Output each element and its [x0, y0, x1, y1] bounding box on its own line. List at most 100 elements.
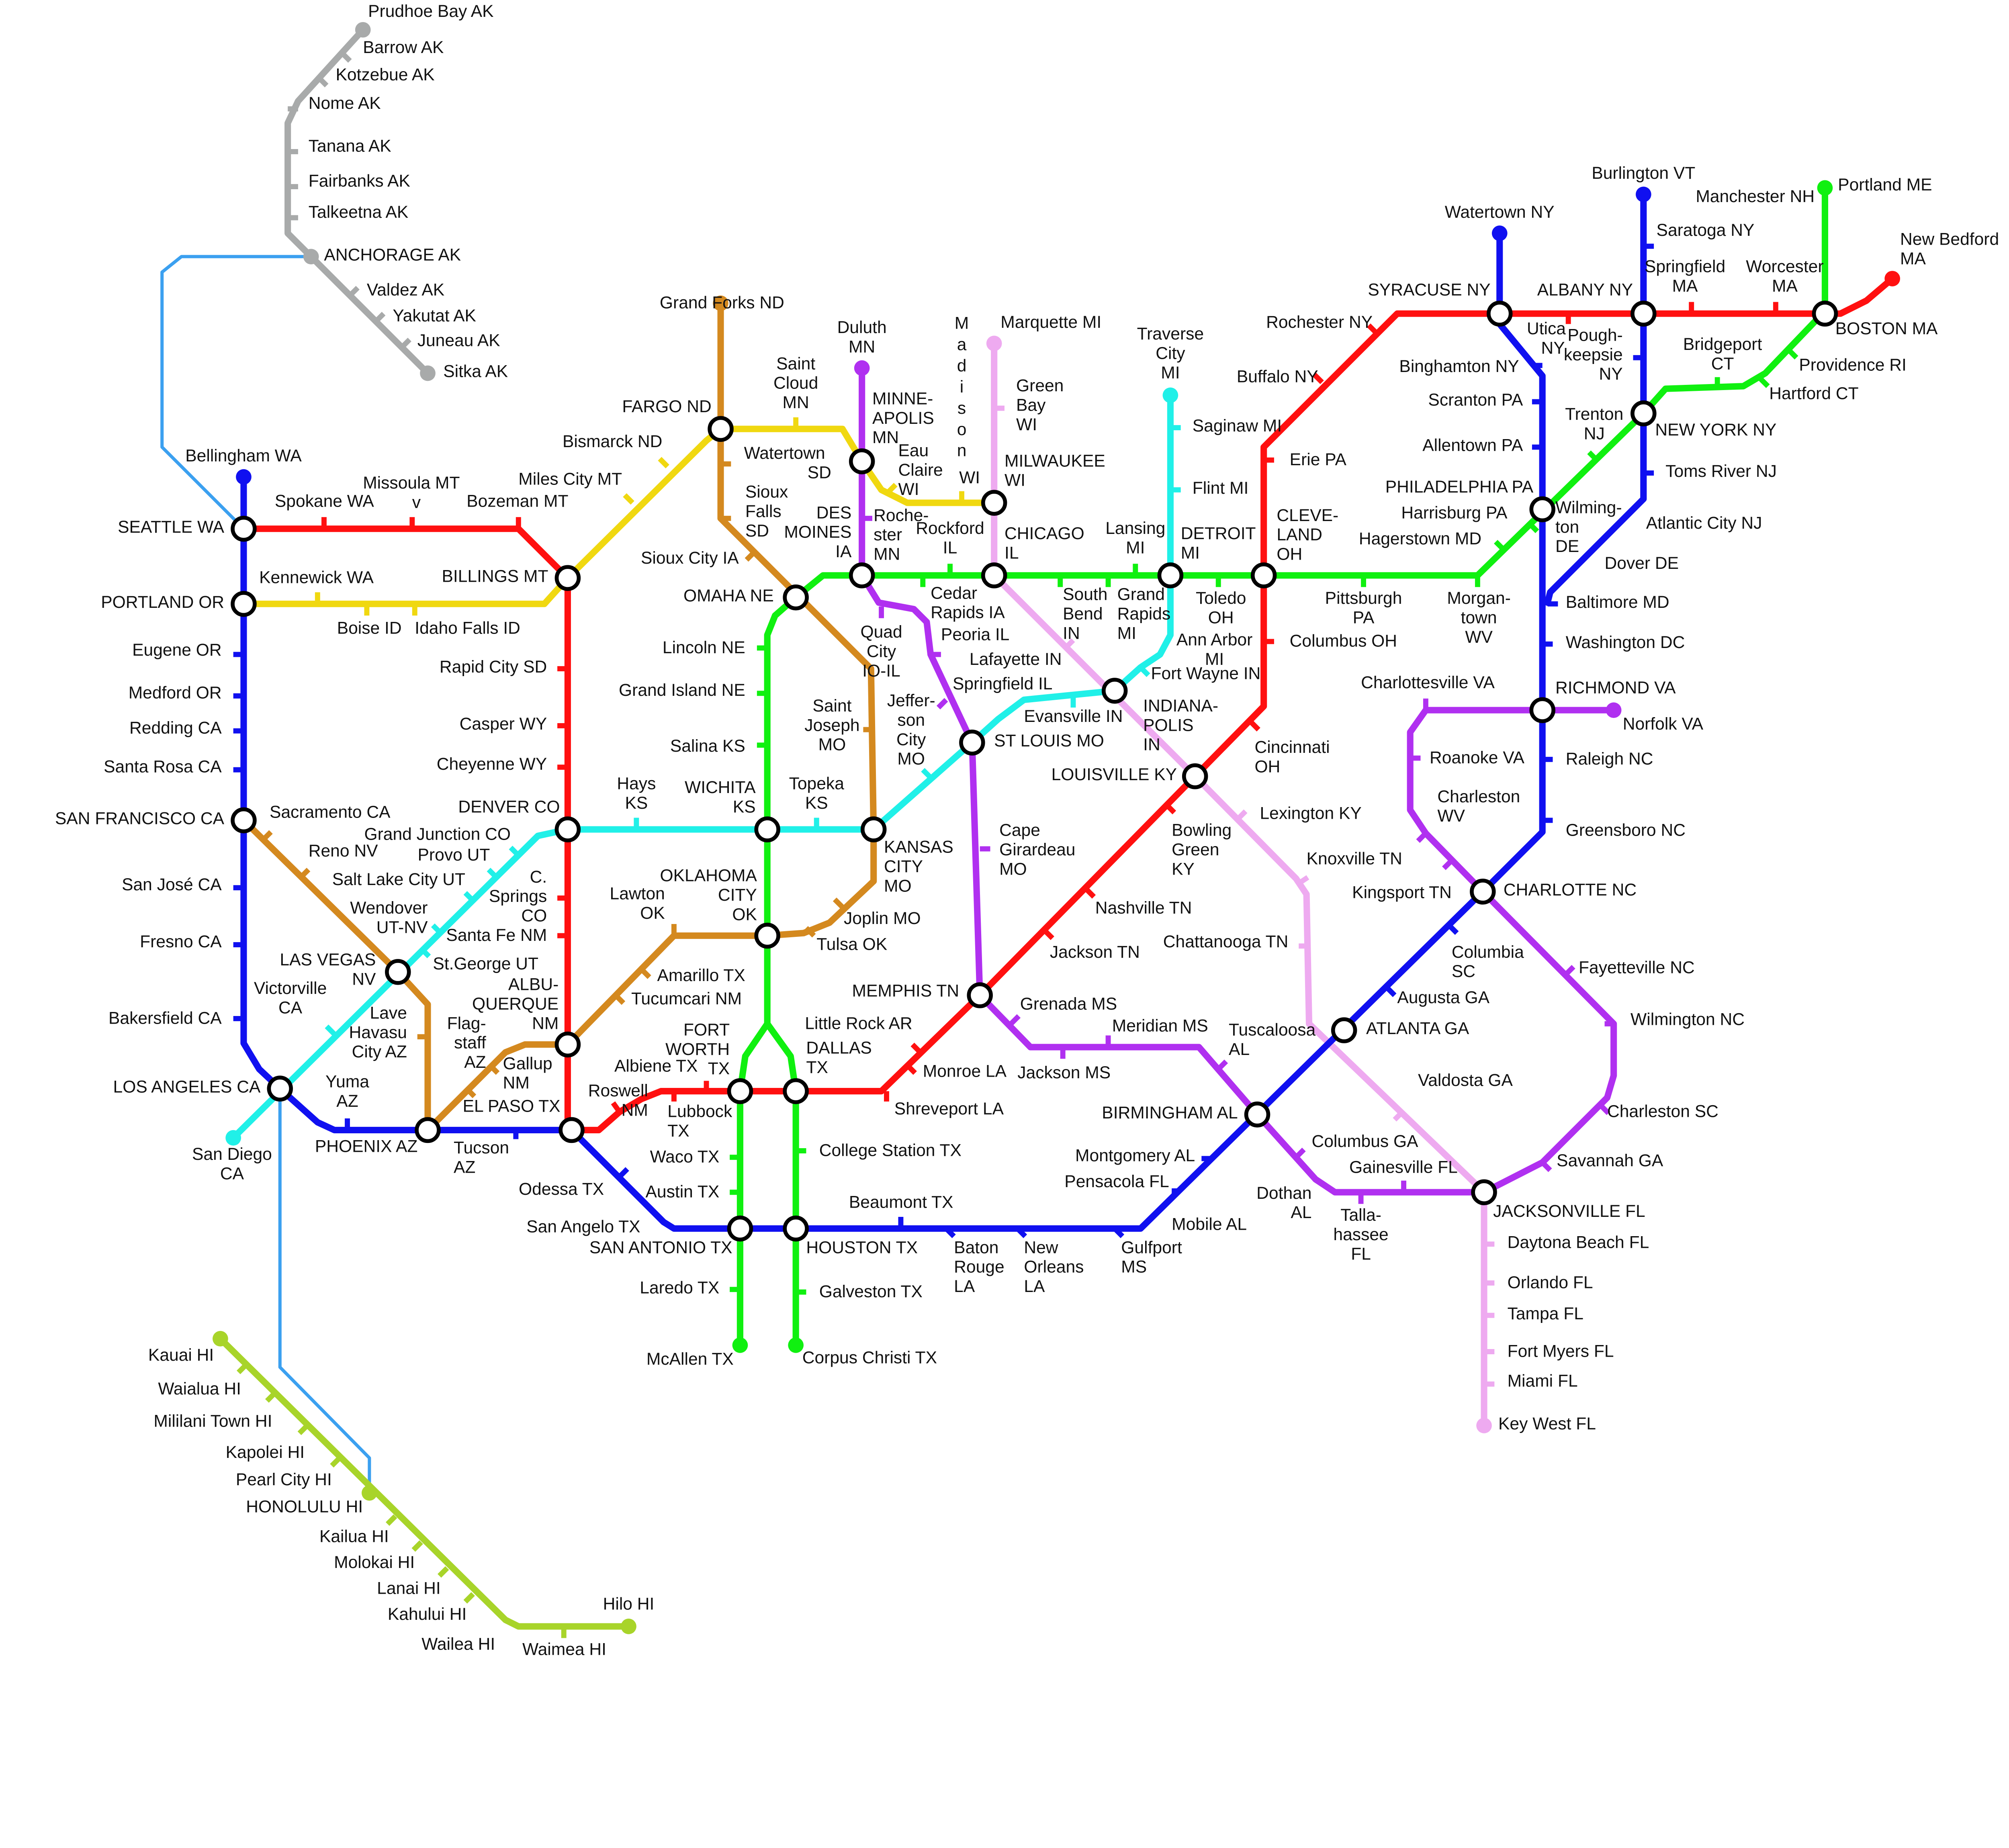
station-label-line: Savannah GA: [1557, 1151, 1663, 1170]
station-label: Toms River NJ: [1665, 462, 1777, 481]
terminal-station[interactable]: [225, 1130, 241, 1146]
station-label-line: Casper WY: [460, 714, 547, 734]
interchange-station[interactable]: [1529, 697, 1555, 723]
interchange-station[interactable]: [1157, 562, 1184, 589]
station-label-line: AZ: [454, 1157, 475, 1177]
interchange-station[interactable]: [554, 816, 581, 842]
interchange-station[interactable]: [1486, 301, 1513, 327]
terminal-station[interactable]: [621, 1619, 636, 1634]
station-label-line: Yuma: [325, 1072, 369, 1091]
terminal-station[interactable]: [1491, 225, 1508, 241]
station-tick: [658, 457, 669, 468]
terminal-station[interactable]: [355, 22, 371, 38]
interchange-station[interactable]: [981, 562, 1007, 589]
station-label-line: LA: [954, 1277, 975, 1296]
interchange-station[interactable]: [1631, 301, 1657, 327]
interchange-station[interactable]: [385, 959, 411, 985]
interchange-station[interactable]: [1471, 1179, 1497, 1205]
terminal-station[interactable]: [986, 335, 1002, 352]
station-label-line: Montgomery AL: [1075, 1146, 1195, 1165]
station-tick: [1009, 1014, 1021, 1026]
interchange-station[interactable]: [554, 1031, 581, 1058]
station-label-line: INDIANA-: [1143, 696, 1218, 715]
interchange-station[interactable]: [959, 730, 985, 756]
terminal-station[interactable]: [1476, 1418, 1492, 1433]
station-label-line: Lexington KY: [1260, 804, 1361, 823]
interchange-station[interactable]: [231, 591, 257, 617]
terminal-station[interactable]: [361, 1485, 377, 1501]
terminal-station[interactable]: [303, 249, 319, 265]
interchange-station[interactable]: [1244, 1101, 1270, 1128]
terminal-station[interactable]: [236, 469, 252, 485]
interchange-station[interactable]: [783, 1215, 809, 1242]
interchange-station[interactable]: [1250, 562, 1277, 589]
station-label: Rochester NY: [1266, 313, 1373, 332]
interchange-station[interactable]: [860, 816, 887, 842]
interchange-station[interactable]: [1529, 496, 1555, 522]
station-label-line: CT: [1711, 354, 1734, 373]
station-label-line: Fort Wayne IN: [1151, 664, 1261, 683]
station-label-line: Traverse: [1137, 324, 1204, 343]
station-label: Valdosta GA: [1418, 1071, 1513, 1090]
interchange-station[interactable]: [267, 1075, 293, 1102]
terminal-station[interactable]: [420, 365, 436, 381]
terminal-station[interactable]: [713, 295, 728, 311]
terminal-station[interactable]: [854, 360, 870, 376]
interchange-station[interactable]: [554, 565, 581, 591]
interchange-station[interactable]: [559, 1117, 585, 1143]
station-label-line: MO: [884, 876, 912, 895]
station-label-line: Morgan-: [1447, 589, 1511, 608]
station-label-line: WICHITA: [685, 778, 756, 797]
interchange-station[interactable]: [1470, 879, 1496, 905]
interchange-station[interactable]: [849, 448, 875, 474]
station-label-line: Hagerstown MD: [1359, 529, 1481, 548]
terminal-station[interactable]: [1884, 271, 1901, 286]
station-label-line: Springfield: [1645, 257, 1725, 276]
interchange-station[interactable]: [783, 584, 809, 611]
station-label-line: Grand: [1117, 585, 1165, 604]
interchange-station[interactable]: [231, 515, 257, 542]
interchange-station[interactable]: [1812, 301, 1838, 327]
station-label: Waco TX: [650, 1147, 720, 1167]
station-label-line: Portland ME: [1838, 175, 1932, 194]
interchange-station[interactable]: [1631, 400, 1657, 427]
station-label-line: WI: [898, 480, 919, 499]
terminal-station[interactable]: [213, 1331, 228, 1347]
interchange-station[interactable]: [1101, 678, 1128, 704]
interchange-station[interactable]: [783, 1078, 809, 1104]
terminal-station[interactable]: [1817, 180, 1833, 196]
interchange-station[interactable]: [727, 1215, 753, 1242]
station-label: ANCHORAGE AK: [324, 245, 461, 264]
interchange-station[interactable]: [967, 982, 993, 1008]
terminal-station[interactable]: [1635, 186, 1651, 202]
interchange-station[interactable]: [849, 562, 875, 589]
interchange-station[interactable]: [231, 807, 257, 834]
interchange-station[interactable]: [415, 1117, 441, 1143]
station-label-line: Dover DE: [1605, 554, 1679, 573]
terminal-station[interactable]: [1606, 702, 1622, 718]
station-label-line: Wailea HI: [421, 1634, 495, 1654]
station-label-line: KANSAS: [884, 838, 953, 857]
station-label-line: Santa Rosa CA: [104, 757, 222, 777]
station-label-line: DALLAS: [806, 1038, 872, 1058]
interchange-station[interactable]: [1182, 763, 1208, 789]
interchange-station[interactable]: [754, 816, 780, 842]
interchange-station[interactable]: [981, 490, 1007, 516]
station-label: Manchester NH: [1696, 187, 1815, 206]
interchange-station[interactable]: [727, 1078, 753, 1104]
terminal-station[interactable]: [732, 1337, 748, 1353]
terminal-station[interactable]: [1162, 387, 1178, 403]
interchange-station[interactable]: [708, 416, 734, 442]
station-label-line: Cincinnati: [1255, 738, 1330, 757]
station-label-line: Orlando FL: [1508, 1273, 1593, 1292]
terminal-station[interactable]: [788, 1337, 804, 1353]
station-label-line: Fort Myers FL: [1508, 1341, 1614, 1361]
station-label-line: Waialua HI: [158, 1379, 241, 1398]
interchange-station[interactable]: [754, 922, 780, 949]
station-label: BOSTON MA: [1835, 319, 1938, 338]
interchange-station[interactable]: [1331, 1017, 1357, 1043]
station-label: ALBANY NY: [1537, 280, 1633, 299]
station-label-line: Orleans: [1024, 1257, 1084, 1277]
